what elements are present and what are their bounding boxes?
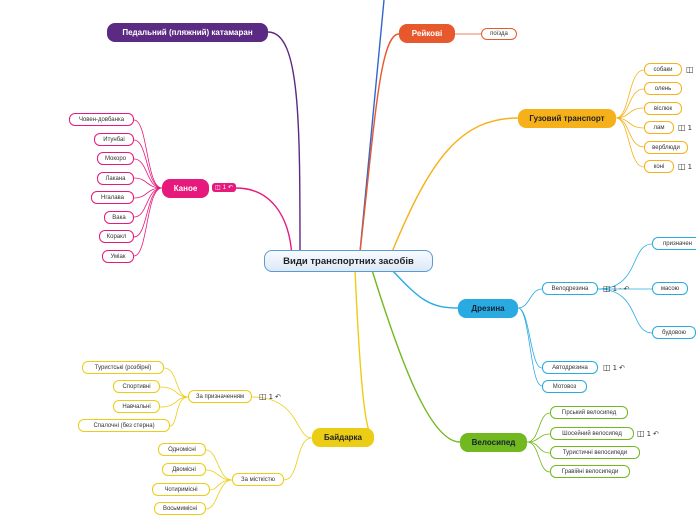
leaf-lakana[interactable]: Лакана	[97, 172, 134, 185]
link-root-draisine	[391, 269, 459, 309]
link-root-rail	[359, 33, 400, 253]
leaf-road-bike[interactable]: Шосейний велосипед	[550, 427, 634, 440]
leaf-by-weight[interactable]: масою	[652, 282, 688, 295]
leaf-llama[interactable]: лам	[644, 121, 674, 134]
link-root-bicycle	[371, 269, 461, 443]
link-icon: ↶	[228, 185, 234, 191]
leaf-mokoro[interactable]: Мокоро	[97, 152, 134, 165]
note-icon: ◫	[637, 429, 645, 438]
note-icon: ◫	[678, 162, 686, 171]
leaf-eight[interactable]: Восьмимісні	[154, 502, 206, 515]
leaf-double[interactable]: Двомісні	[162, 463, 206, 476]
link-icon: ↶	[653, 429, 659, 438]
link-root-pedal	[267, 31, 301, 259]
leaf-umiak[interactable]: Уміак	[102, 250, 134, 263]
leaf-sport[interactable]: Спортивні	[113, 380, 160, 393]
leaf-kayak-by-capacity[interactable]: За місткістю	[232, 473, 284, 486]
leaf-dugout[interactable]: Човен-довбанка	[69, 113, 134, 126]
collapse-badge-velodraisine[interactable]: ◫ 1 · ↶	[603, 284, 630, 293]
link-root-cargo	[391, 117, 519, 253]
collapse-badge-road-bike[interactable]: ◫ 1 ↶	[637, 429, 659, 438]
branch-cargo[interactable]: Гузовий транспорт	[518, 109, 616, 128]
leaf-donkey[interactable]: віслюк	[644, 102, 682, 115]
leaf-kayak-by-purpose[interactable]: За призначенням	[188, 390, 252, 403]
leaf-training[interactable]: Навчальні	[113, 400, 160, 413]
leaf-by-purpose[interactable]: призначен	[652, 237, 696, 250]
branch-pedal-catamaran[interactable]: Педальний (пляжний) катамаран	[107, 23, 268, 42]
branch-draisine[interactable]: Дрезина	[458, 299, 518, 318]
leaf-motovoz[interactable]: Мотовоз	[542, 380, 587, 393]
link-root-kayak	[354, 269, 375, 439]
collapse-badge-autodraisine[interactable]: ◫ 1 ↶	[603, 363, 625, 372]
link-icon: ↶	[619, 363, 625, 372]
collapse-badge-horses[interactable]: ◫ 1	[678, 162, 693, 171]
note-icon: ◫	[686, 65, 694, 74]
branch-canoe[interactable]: Каное	[162, 179, 209, 198]
note-icon: ◫	[215, 185, 221, 191]
leaf-trains[interactable]: поїзда	[481, 28, 517, 40]
leaf-velodraisine[interactable]: Велодрезина	[542, 282, 598, 295]
leaf-coracle[interactable]: Коракл	[99, 230, 134, 243]
leaf-touring-bike[interactable]: Туристичні велосипеди	[550, 446, 640, 459]
leaf-dogs[interactable]: собаки	[644, 63, 682, 76]
link-root-canoe	[235, 187, 293, 259]
link-icon: ↶	[275, 392, 281, 401]
leaf-single[interactable]: Одномісні	[158, 443, 206, 456]
branch-kayak[interactable]: Байдарка	[312, 428, 374, 447]
leaf-by-build[interactable]: будовою	[652, 326, 696, 339]
note-icon: ◫	[603, 363, 611, 372]
leaf-quad[interactable]: Чотиримісні	[152, 483, 210, 496]
note-icon: ◫	[259, 392, 267, 401]
leaf-tourist[interactable]: Туристські (розбірні)	[82, 361, 164, 374]
collapse-badge-dogs[interactable]: ◫	[686, 65, 694, 74]
leaf-deer[interactable]: олень	[644, 82, 682, 95]
collapse-badge-canoe[interactable]: ◫ 1 ↶	[212, 183, 237, 192]
leaf-ngalava[interactable]: Нгалава	[91, 191, 134, 204]
root-topic[interactable]: Види транспортних засобів	[264, 250, 433, 272]
leaf-horses[interactable]: коні	[644, 160, 674, 173]
link-icon: · ↶	[619, 284, 630, 293]
collapse-badge-kayak-purpose[interactable]: ◫ 1 ↶	[259, 392, 281, 401]
leaf-camels[interactable]: верблюди	[644, 141, 688, 154]
note-icon: ◫	[603, 284, 611, 293]
leaf-mountain-bike[interactable]: Гірський велосипед	[550, 406, 628, 419]
leaf-itunbai[interactable]: Итунбаі	[94, 133, 134, 146]
note-icon: ◫	[678, 123, 686, 132]
collapse-badge-llama[interactable]: ◫ 1	[678, 123, 693, 132]
leaf-gravel-bike[interactable]: Гравійні велосипеди	[550, 465, 630, 478]
leaf-autodraisine[interactable]: Автодрезина	[542, 361, 598, 374]
branch-rail[interactable]: Рейкові	[399, 24, 455, 43]
branch-bicycle[interactable]: Велосипед	[460, 433, 527, 452]
leaf-waka[interactable]: Вака	[104, 211, 134, 224]
leaf-slalom[interactable]: Спалочні (без стерна)	[78, 419, 170, 432]
